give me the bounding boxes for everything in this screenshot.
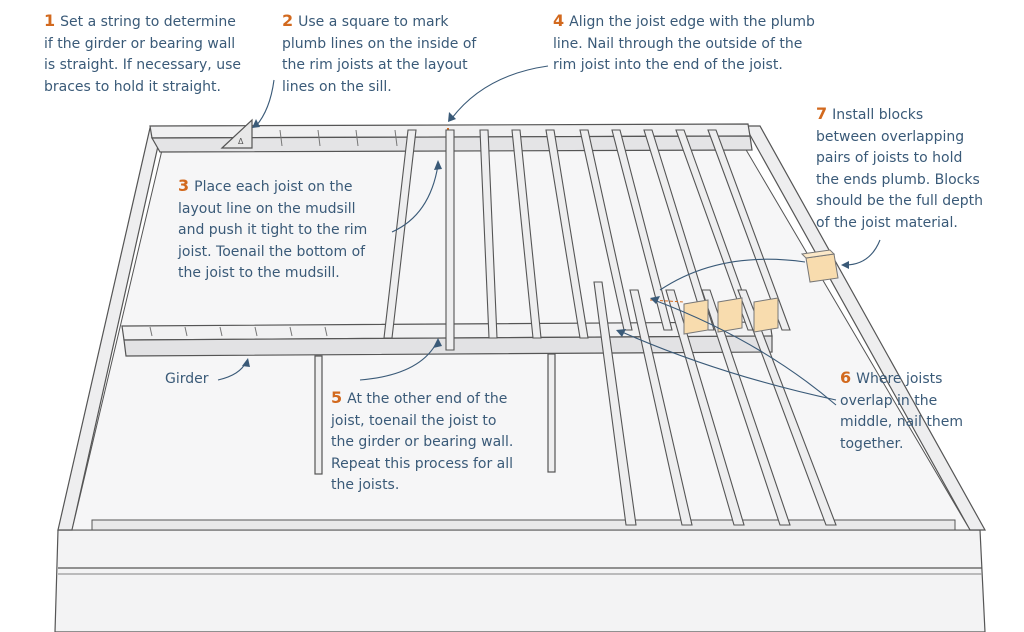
callout-text: Where joists overlap in the middle, nail…: [840, 371, 963, 452]
step-number: 3: [178, 176, 190, 195]
callout-text: Align the joist edge with the plumb line…: [553, 14, 815, 73]
block-detail-icon: [800, 249, 839, 283]
step-number: 7: [816, 104, 828, 123]
callout-text: Use a square to mark plumb lines on the …: [282, 14, 477, 95]
step-number: 4: [553, 11, 565, 30]
step-number: 6: [840, 368, 852, 387]
callout-text: Place each joist on the layout line on t…: [178, 179, 368, 281]
svg-text:Δ: Δ: [238, 137, 244, 146]
front-joists: [593, 281, 837, 526]
callout-text: Set a string to determine if the girder …: [44, 14, 241, 95]
back-joists: [383, 129, 791, 351]
leader-arrows: [217, 65, 881, 406]
callout-text: At the other end of the joist, toenail t…: [331, 391, 514, 493]
girder-posts: [314, 353, 556, 475]
step-number: 2: [282, 11, 294, 30]
step-number: 5: [331, 388, 343, 407]
callout-text: Install blocks between overlapping pairs…: [816, 107, 983, 231]
girder-label: Girder: [165, 371, 209, 387]
speed-square-icon: [220, 118, 253, 149]
arrow-heads: [242, 112, 849, 367]
step-number: 1: [44, 11, 56, 30]
foundation: [54, 125, 987, 632]
